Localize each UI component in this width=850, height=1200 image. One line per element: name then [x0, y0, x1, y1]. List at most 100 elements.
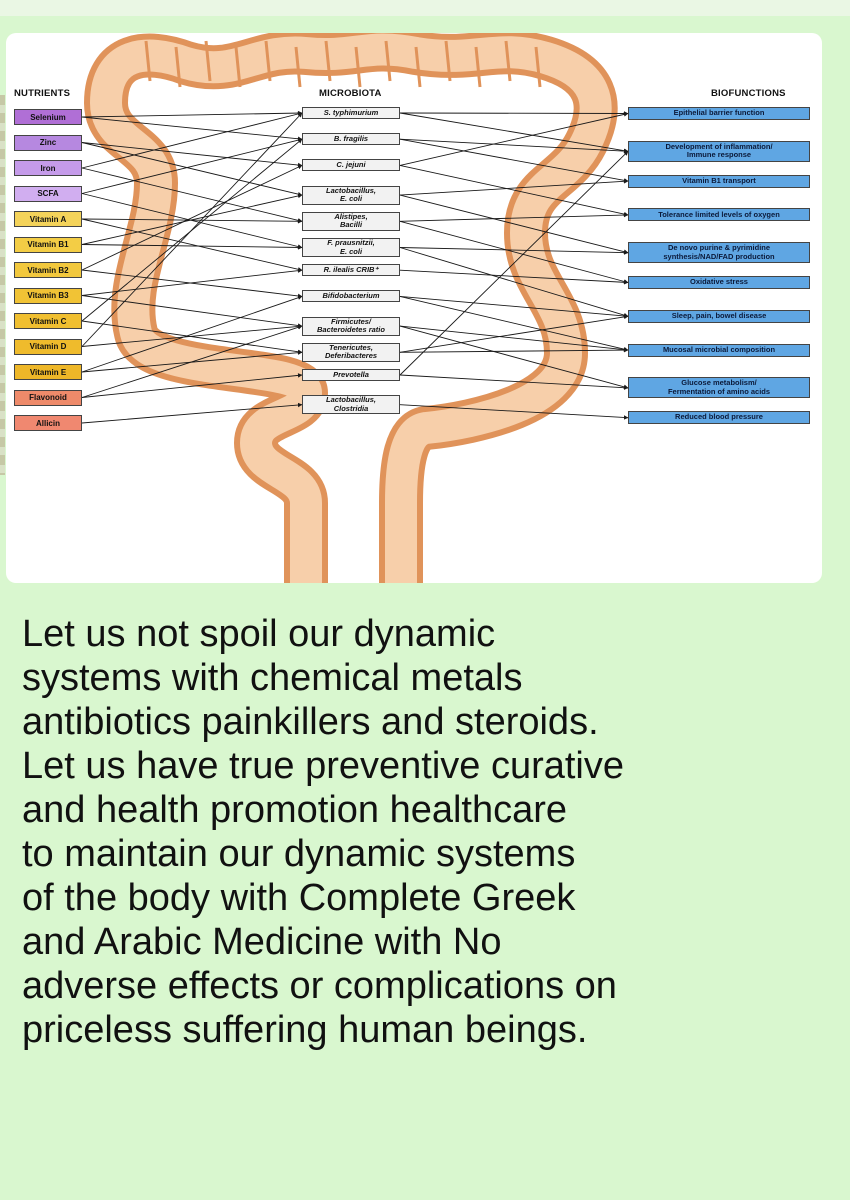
microbe-biofunction-arrow	[399, 220, 629, 284]
microbe-biofunction-arrow	[399, 138, 629, 183]
diagram-image[interactable]: NUTRIENTS MICROBIOTA BIOFUNCTIONS Seleni…	[6, 33, 822, 583]
nutrient-box: Vitamin B2	[14, 262, 82, 278]
microbiota-box: F. prausnitzii, E. coli	[302, 238, 400, 257]
colon-fold	[204, 40, 212, 82]
colon-fold	[474, 46, 482, 88]
microbiota-box: Firmicutes/ Bacteroidetes ratio	[302, 316, 400, 336]
microbe-biofunction-arrow	[399, 325, 629, 352]
colon-illustration	[84, 33, 618, 583]
microbe-biofunction-arrow	[399, 247, 629, 255]
nutrient-box: Vitamin D	[14, 338, 82, 355]
microbe-biofunction-arrow	[399, 295, 629, 352]
nutrient-box: Allicin	[14, 415, 82, 431]
microbiota-box: S. typhimurium	[302, 107, 400, 119]
nutrient-microbe-arrow	[81, 167, 303, 223]
nutrient-box: Selenium	[14, 109, 82, 125]
microbe-biofunction-arrow	[399, 164, 629, 217]
nutrient-microbe-arrow	[81, 110, 303, 118]
colon-fold	[534, 46, 542, 88]
microbe-biofunction-arrow	[399, 112, 629, 166]
nutrient-microbe-arrow	[81, 402, 303, 424]
microbe-biofunction-arrow	[399, 269, 629, 285]
microbe-biofunction-arrow	[399, 325, 629, 390]
nutrient-box: Vitamin B3	[14, 287, 82, 304]
previous-message-edge	[0, 0, 850, 16]
colon-fold	[174, 46, 182, 88]
microbe-biofunction-arrow	[399, 247, 629, 318]
microbe-biofunction-arrow	[399, 347, 629, 353]
colon-fold	[324, 40, 332, 82]
microbiota-box: Alistipes, Bacilli	[302, 211, 400, 231]
microbiota-header: MICROBIOTA	[319, 88, 382, 99]
nutrient-microbe-arrow	[81, 116, 303, 142]
microbe-biofunction-arrow	[399, 374, 629, 390]
nutrient-microbe-arrow	[81, 142, 303, 197]
microbe-biofunction-arrow	[399, 404, 629, 420]
colon-fold	[504, 40, 512, 82]
nutrient-microbe-arrow	[81, 193, 303, 245]
microbiota-box: Bifidobacterium	[302, 290, 400, 303]
nutrient-box: Vitamin A	[14, 211, 82, 227]
microbiota-box: Lactobacillus, E. coli	[302, 185, 400, 205]
nutrient-microbe-arrow	[81, 112, 303, 347]
nutrient-microbe-arrow	[81, 111, 303, 169]
diagram-svg	[81, 33, 629, 583]
microbe-biofunction-arrow	[399, 111, 629, 116]
colon-fold	[444, 40, 452, 82]
nutrient-microbe-arrow	[81, 295, 303, 328]
nutrient-box: Zinc	[14, 134, 82, 151]
microbe-biofunction-arrow	[399, 314, 629, 353]
biofunction-box: Development of inflammation/ Immune resp…	[628, 140, 810, 162]
nutrient-box: Vitamin C	[14, 313, 82, 329]
nutrient-microbe-arrow	[81, 244, 303, 250]
microbiota-box: Lactobacillus, Clostridia	[302, 395, 400, 415]
biofunction-box: De novo purine & pyrimidine synthesis/NA…	[628, 242, 810, 264]
biofunction-box: Vitamin B1 transport	[628, 174, 810, 188]
colon-fold	[144, 40, 152, 82]
colon-fill	[90, 33, 612, 583]
microbe-biofunction-arrow	[399, 150, 629, 376]
nutrient-microbe-arrow	[81, 142, 303, 168]
nutrient-microbe-arrow	[81, 324, 303, 347]
nutrient-box: Vitamin E	[14, 364, 82, 380]
nutrient-microbe-arrow	[81, 373, 303, 398]
nutrient-box: SCFA	[14, 185, 82, 202]
scrollbar-track	[0, 95, 5, 475]
colon-fold	[354, 46, 362, 88]
microbe-biofunction-arrow	[399, 194, 629, 254]
connection-arrows	[81, 110, 629, 424]
nutrients-header: NUTRIENTS	[14, 88, 71, 99]
nutrient-box: Vitamin B1	[14, 236, 82, 253]
nutrient-microbe-arrow	[81, 218, 303, 272]
nutrient-microbe-arrow	[81, 164, 303, 271]
biofunction-box: Mucosal microbial composition	[628, 343, 810, 357]
microbe-biofunction-arrow	[399, 179, 629, 196]
microbiota-box: Tenericutes, Deferibacteres	[302, 342, 400, 362]
microbe-biofunction-arrow	[399, 138, 629, 154]
microbe-biofunction-arrow	[399, 295, 629, 319]
colon-fold	[234, 46, 242, 88]
microbiota-box: B. fragilis	[302, 133, 400, 146]
nutrient-microbe-arrow	[81, 325, 303, 398]
biofunction-box: Glucose metabolism/ Fermentation of amin…	[628, 377, 810, 399]
nutrient-microbe-arrow	[81, 137, 303, 194]
message-text: Let us not spoil our dynamic systems wit…	[22, 613, 625, 1051]
colon-fold	[294, 46, 302, 88]
biofunction-box: Oxidative stress	[628, 276, 810, 289]
microbiota-box: Prevotella	[302, 369, 400, 381]
microbiota-box: C. jejuni	[302, 159, 400, 172]
biofunction-box: Sleep, pain, bowel disease	[628, 309, 810, 323]
microbiota-box: R. ilealis CRIB⁺	[302, 264, 400, 277]
biofunctions-header: BIOFUNCTIONS	[711, 88, 786, 99]
colon-fold	[414, 46, 422, 88]
microbe-biofunction-arrow	[399, 212, 629, 222]
biofunction-box: Tolerance limited levels of oxygen	[628, 208, 810, 222]
colon-fold	[384, 40, 392, 82]
biofunction-box: Epithelial barrier function	[628, 107, 810, 120]
biofunction-box: Reduced blood pressure	[628, 411, 810, 425]
colon-fold	[264, 40, 272, 82]
nutrient-box: Flavonoid	[14, 389, 82, 406]
nutrient-box: Iron	[14, 160, 82, 176]
microbe-biofunction-arrow	[399, 112, 629, 153]
nutrient-microbe-arrow	[81, 295, 303, 373]
